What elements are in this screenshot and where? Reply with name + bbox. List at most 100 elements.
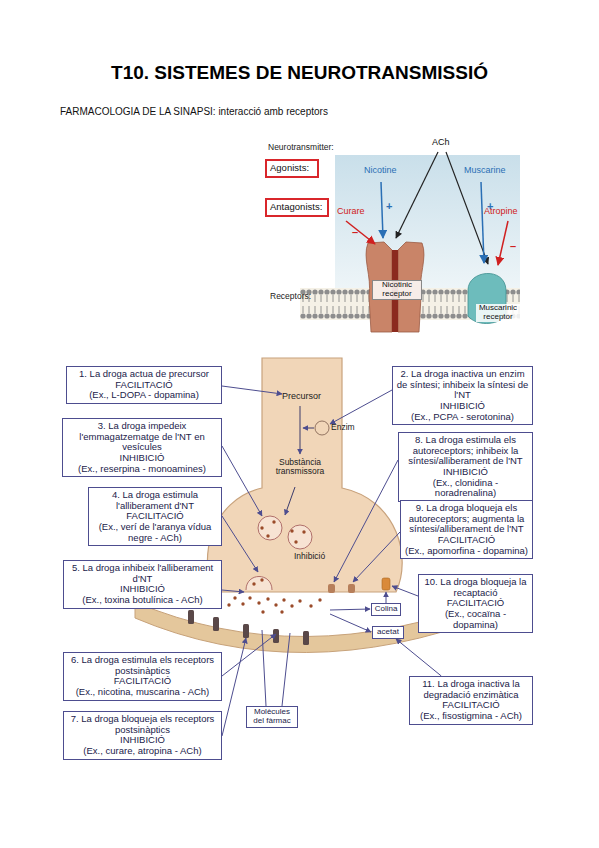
agonists-box: Agonists: <box>265 159 319 178</box>
molecule-dot <box>260 578 263 581</box>
structure-label: Enzim <box>331 423 355 432</box>
molecule-dot <box>227 603 230 606</box>
example-text: (Ex., L-DOPA - dopamina) <box>70 390 218 401</box>
agonist-arrow <box>481 182 484 263</box>
row-label: Neurotransmitter: <box>268 143 334 152</box>
leader-line <box>330 614 371 632</box>
postsynaptic-receptors <box>188 610 309 645</box>
agonist-name: Muscarine <box>464 166 506 176</box>
example-text: (Ex., clonidina - noradrenalina) <box>402 478 529 499</box>
receptor-symbol <box>243 624 249 638</box>
vesicle <box>258 516 282 540</box>
leader-line <box>222 590 244 592</box>
example-text: (Ex., cocaïna - dopamina) <box>422 609 529 630</box>
structure-label: Precursor <box>282 392 321 402</box>
enzyme-arrow <box>303 428 314 429</box>
molecule-dot <box>260 526 263 529</box>
callout-box: 9. La droga bloqueja els autoreceptors; … <box>400 500 533 559</box>
callout-box: 10. La droga bloqueja la recaptacióFACIL… <box>418 574 533 633</box>
example-text: (Ex., apomorfina - dopamina) <box>404 546 529 557</box>
sign: – <box>510 240 516 252</box>
box-text: 9. La droga bloqueja els autoreceptors; … <box>404 503 529 535</box>
molecule-dot <box>290 529 293 532</box>
effect-text: INHIBICIÓ <box>67 584 218 595</box>
leader-line <box>222 634 276 676</box>
box-text: Molècules del fàrmac <box>249 708 295 726</box>
box-text: Colina <box>374 605 398 614</box>
callout-box: 2. La droga inactiva un enzim de síntesi… <box>392 366 533 425</box>
box-text: 10. La droga bloqueja la recaptació <box>422 577 529 598</box>
molecule-dot <box>309 604 312 607</box>
effect-text: INHIBICIÓ <box>396 401 529 412</box>
effect-text: FACILITACIÓ <box>70 380 218 391</box>
connector-arrow <box>396 639 441 676</box>
molecule-dot <box>282 598 285 601</box>
antagonist-arrow <box>498 221 508 265</box>
callout-box: 7. La droga bloqueja els receptors posts… <box>63 711 222 760</box>
molecule-dot <box>261 610 264 613</box>
drug-box: Molècules del fàrmac <box>246 706 298 728</box>
example-text: (Ex., curare, atropina - ACh) <box>67 746 218 757</box>
leader-line <box>330 609 370 610</box>
molecule-dot <box>266 534 269 537</box>
presynaptic-terminal <box>207 358 402 592</box>
product-box: acetat <box>372 626 404 639</box>
molecule-dot <box>302 530 305 533</box>
receptor-symbol <box>188 610 194 624</box>
extracellular-panel <box>335 155 520 290</box>
box-text: 4. La droga estimula l'alliberament d'NT <box>92 490 218 511</box>
box-text: 2. La droga inactiva un enzim de síntesi… <box>396 369 529 401</box>
box-text: 3. La droga impedeix l'emmagatzematge de… <box>66 421 218 453</box>
agonist-name: Nicotine <box>364 166 397 176</box>
autoreceptor <box>328 584 335 593</box>
box-text: 8. La droga estimula els autoreceptors; … <box>402 435 529 467</box>
callout-box: 11. La droga inactiva la degradació enzi… <box>409 676 533 725</box>
effect-text: FACILITACIÓ <box>67 676 218 687</box>
molecule-dot <box>274 603 277 606</box>
effect-text: INHIBICIÓ <box>402 467 529 478</box>
effect-text: FACILITACIÓ <box>422 598 529 609</box>
sign: – <box>352 226 358 238</box>
structure-label: Substància transmissora <box>268 458 332 477</box>
example-text: (Ex., reserpina - monoamines) <box>66 464 218 475</box>
subtitle: FARMACOLOGIA DE LA SINAPSI: interacció a… <box>60 106 328 117</box>
callout-box: 3. La droga impedeix l'emmagatzematge de… <box>62 418 222 477</box>
leader-line <box>386 592 387 603</box>
receptor-name: Muscarinic receptor <box>476 304 520 322</box>
example-text: (Ex., verí de l'aranya vídua negre - ACh… <box>92 522 218 543</box>
leader-line <box>222 386 282 394</box>
antagonists-box: Antagonists: <box>265 198 329 217</box>
callout-box: 4. La droga estimula l'alliberament d'NT… <box>88 487 222 546</box>
example-text: (Ex., toxina botulínica - ACh) <box>67 595 218 606</box>
molecule-dot <box>248 596 251 599</box>
effect-text: FACILITACIÓ <box>413 700 529 711</box>
storage-arrow <box>285 487 295 515</box>
molecule-dot <box>233 596 236 599</box>
box-text: acetat <box>375 628 401 637</box>
effect-text: INHIBICIÓ <box>66 453 218 464</box>
vesicle <box>288 525 312 549</box>
agonist-arrow <box>381 182 383 238</box>
callout-box: 6. La droga estimula els receptors posts… <box>63 652 222 701</box>
callout-box: 5. La droga inhibeix l'alliberament d'NT… <box>63 560 222 609</box>
leader-line <box>222 638 246 736</box>
autoreceptor <box>348 584 355 593</box>
neurotransmitter-molecules <box>227 520 321 613</box>
antagonist-name: Atropine <box>484 207 518 217</box>
example-text: (Ex., nicotina, muscarina - ACh) <box>67 687 218 698</box>
molecule-dot <box>257 601 260 604</box>
leader-line <box>330 390 392 424</box>
structure-label: Inhibició <box>294 552 325 561</box>
row-label: Receptors: <box>270 292 311 301</box>
effect-text: FACILITACIÓ <box>92 511 218 522</box>
effect-text: INHIBICIÓ <box>67 735 218 746</box>
ach-arrow <box>396 152 438 238</box>
box-text: 5. La droga inhibeix l'alliberament d'NT <box>67 563 218 584</box>
receptor-symbol <box>303 631 309 645</box>
effect-text: FACILITACIÓ <box>404 535 529 546</box>
example-text: (Ex., fisostigmina - ACh) <box>413 711 529 722</box>
molecule-dot <box>318 598 321 601</box>
releasing-vesicle <box>246 577 272 591</box>
page-title: T10. SISTEMES DE NEUROTRANSMISSIÓ <box>0 62 599 84</box>
